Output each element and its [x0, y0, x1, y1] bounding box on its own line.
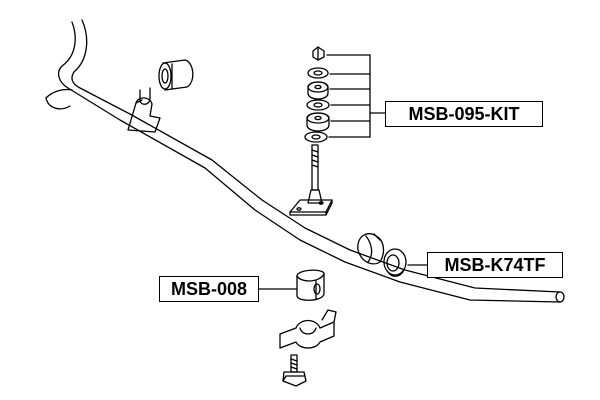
- leader-lines: [258, 54, 428, 290]
- lower-bracket: [279, 309, 337, 349]
- part-label-msb-k74tf: MSB-K74TF: [427, 252, 563, 278]
- stabilizer-bar: [45, 19, 565, 303]
- link-bushing-1: [307, 81, 329, 100]
- link-washer-3: [304, 131, 328, 143]
- upper-bracket: [127, 87, 161, 133]
- lower-bushing: [296, 269, 325, 301]
- link-bar-bushing: [357, 233, 407, 277]
- link-bushing-2: [306, 112, 330, 132]
- link-bolt: [289, 144, 333, 216]
- link-washer-1: [307, 67, 329, 79]
- lower-bolt: [282, 354, 307, 387]
- link-nut: [312, 46, 325, 61]
- link-washer-2: [306, 99, 330, 111]
- upper-bushing: [158, 59, 194, 91]
- part-label-msb-095-kit: MSB-095-KIT: [385, 101, 543, 127]
- part-label-msb-008: MSB-008: [159, 276, 259, 302]
